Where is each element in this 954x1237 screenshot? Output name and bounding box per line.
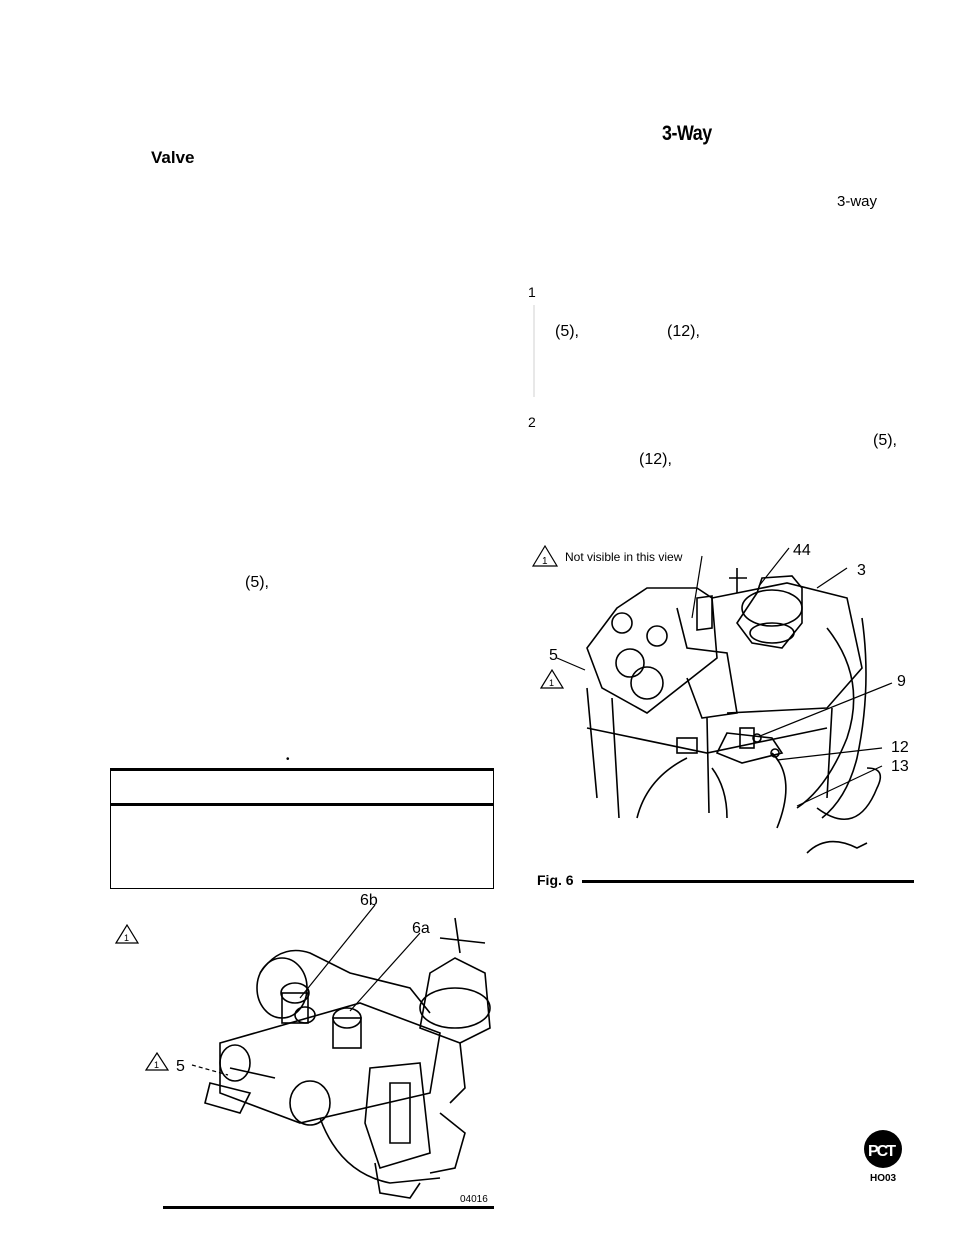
step-1-bar xyxy=(533,305,535,397)
step-1-reference-5: (5), xyxy=(555,323,579,340)
drawing-code: 04016 xyxy=(460,1194,488,1205)
figure-left-drawing: 1 6 xyxy=(114,892,491,1205)
certification-logo: PCT xyxy=(862,1128,904,1170)
figure-6: 1 xyxy=(527,538,927,898)
callout-6a: 6a xyxy=(412,920,430,937)
svg-text:PCT: PCT xyxy=(868,1143,896,1160)
callout-5: 5 xyxy=(549,647,558,664)
three-way-text: 3-way xyxy=(837,193,878,210)
svg-text:1: 1 xyxy=(549,678,554,688)
logo-code: HO03 xyxy=(870,1173,897,1184)
callout-5: 5 xyxy=(176,1058,185,1075)
note-triangle-icon-callout-5: 1 xyxy=(144,1051,170,1071)
note-box-header-rule xyxy=(110,803,493,806)
callout-3: 3 xyxy=(857,562,866,579)
step-2-reference-12: (12), xyxy=(639,451,672,468)
callout-leaders xyxy=(191,904,421,1076)
step-1-reference-12: (12), xyxy=(667,323,700,340)
sprayer-assembly-illustration xyxy=(586,568,882,854)
callout-leaders xyxy=(556,547,893,807)
pump-assembly-illustration xyxy=(204,917,491,1199)
reference-5: (5), xyxy=(245,574,269,591)
figure-6-drawing: 1 xyxy=(531,542,909,854)
callout-12: 12 xyxy=(891,739,909,756)
svg-text:1: 1 xyxy=(124,933,129,943)
callout-9: 9 xyxy=(897,673,906,690)
section-heading-3-way: 3-Way xyxy=(662,122,712,145)
note-triangle-icon: 1 xyxy=(531,544,559,567)
pct-mark-icon: PCT xyxy=(864,1130,902,1168)
figure-6-caption-rule xyxy=(582,880,914,883)
note-box xyxy=(110,768,494,889)
svg-text:1: 1 xyxy=(154,1060,159,1070)
section-heading-valve: Valve xyxy=(151,148,195,167)
callout-6b: 6b xyxy=(360,893,378,909)
figure-left-bottom-rule xyxy=(163,1206,494,1209)
note-text: Not visible in this view xyxy=(565,550,683,564)
note-box-top-rule xyxy=(110,768,493,771)
callout-44: 44 xyxy=(793,542,811,559)
note-triangle-icon-callout-5: 1 xyxy=(539,668,565,689)
note-symbol-number: 1 xyxy=(542,556,548,567)
callout-13: 13 xyxy=(891,758,909,775)
figure-left: 1 6 xyxy=(110,892,500,1205)
step-1-number: 1 xyxy=(528,284,536,300)
dot-mark: • xyxy=(286,754,290,765)
step-2-reference-5: (5), xyxy=(873,432,897,449)
step-2-number: 2 xyxy=(528,414,536,430)
figure-6-caption: Fig. 6 xyxy=(537,872,574,888)
note-triangle-icon: 1 xyxy=(114,923,140,944)
